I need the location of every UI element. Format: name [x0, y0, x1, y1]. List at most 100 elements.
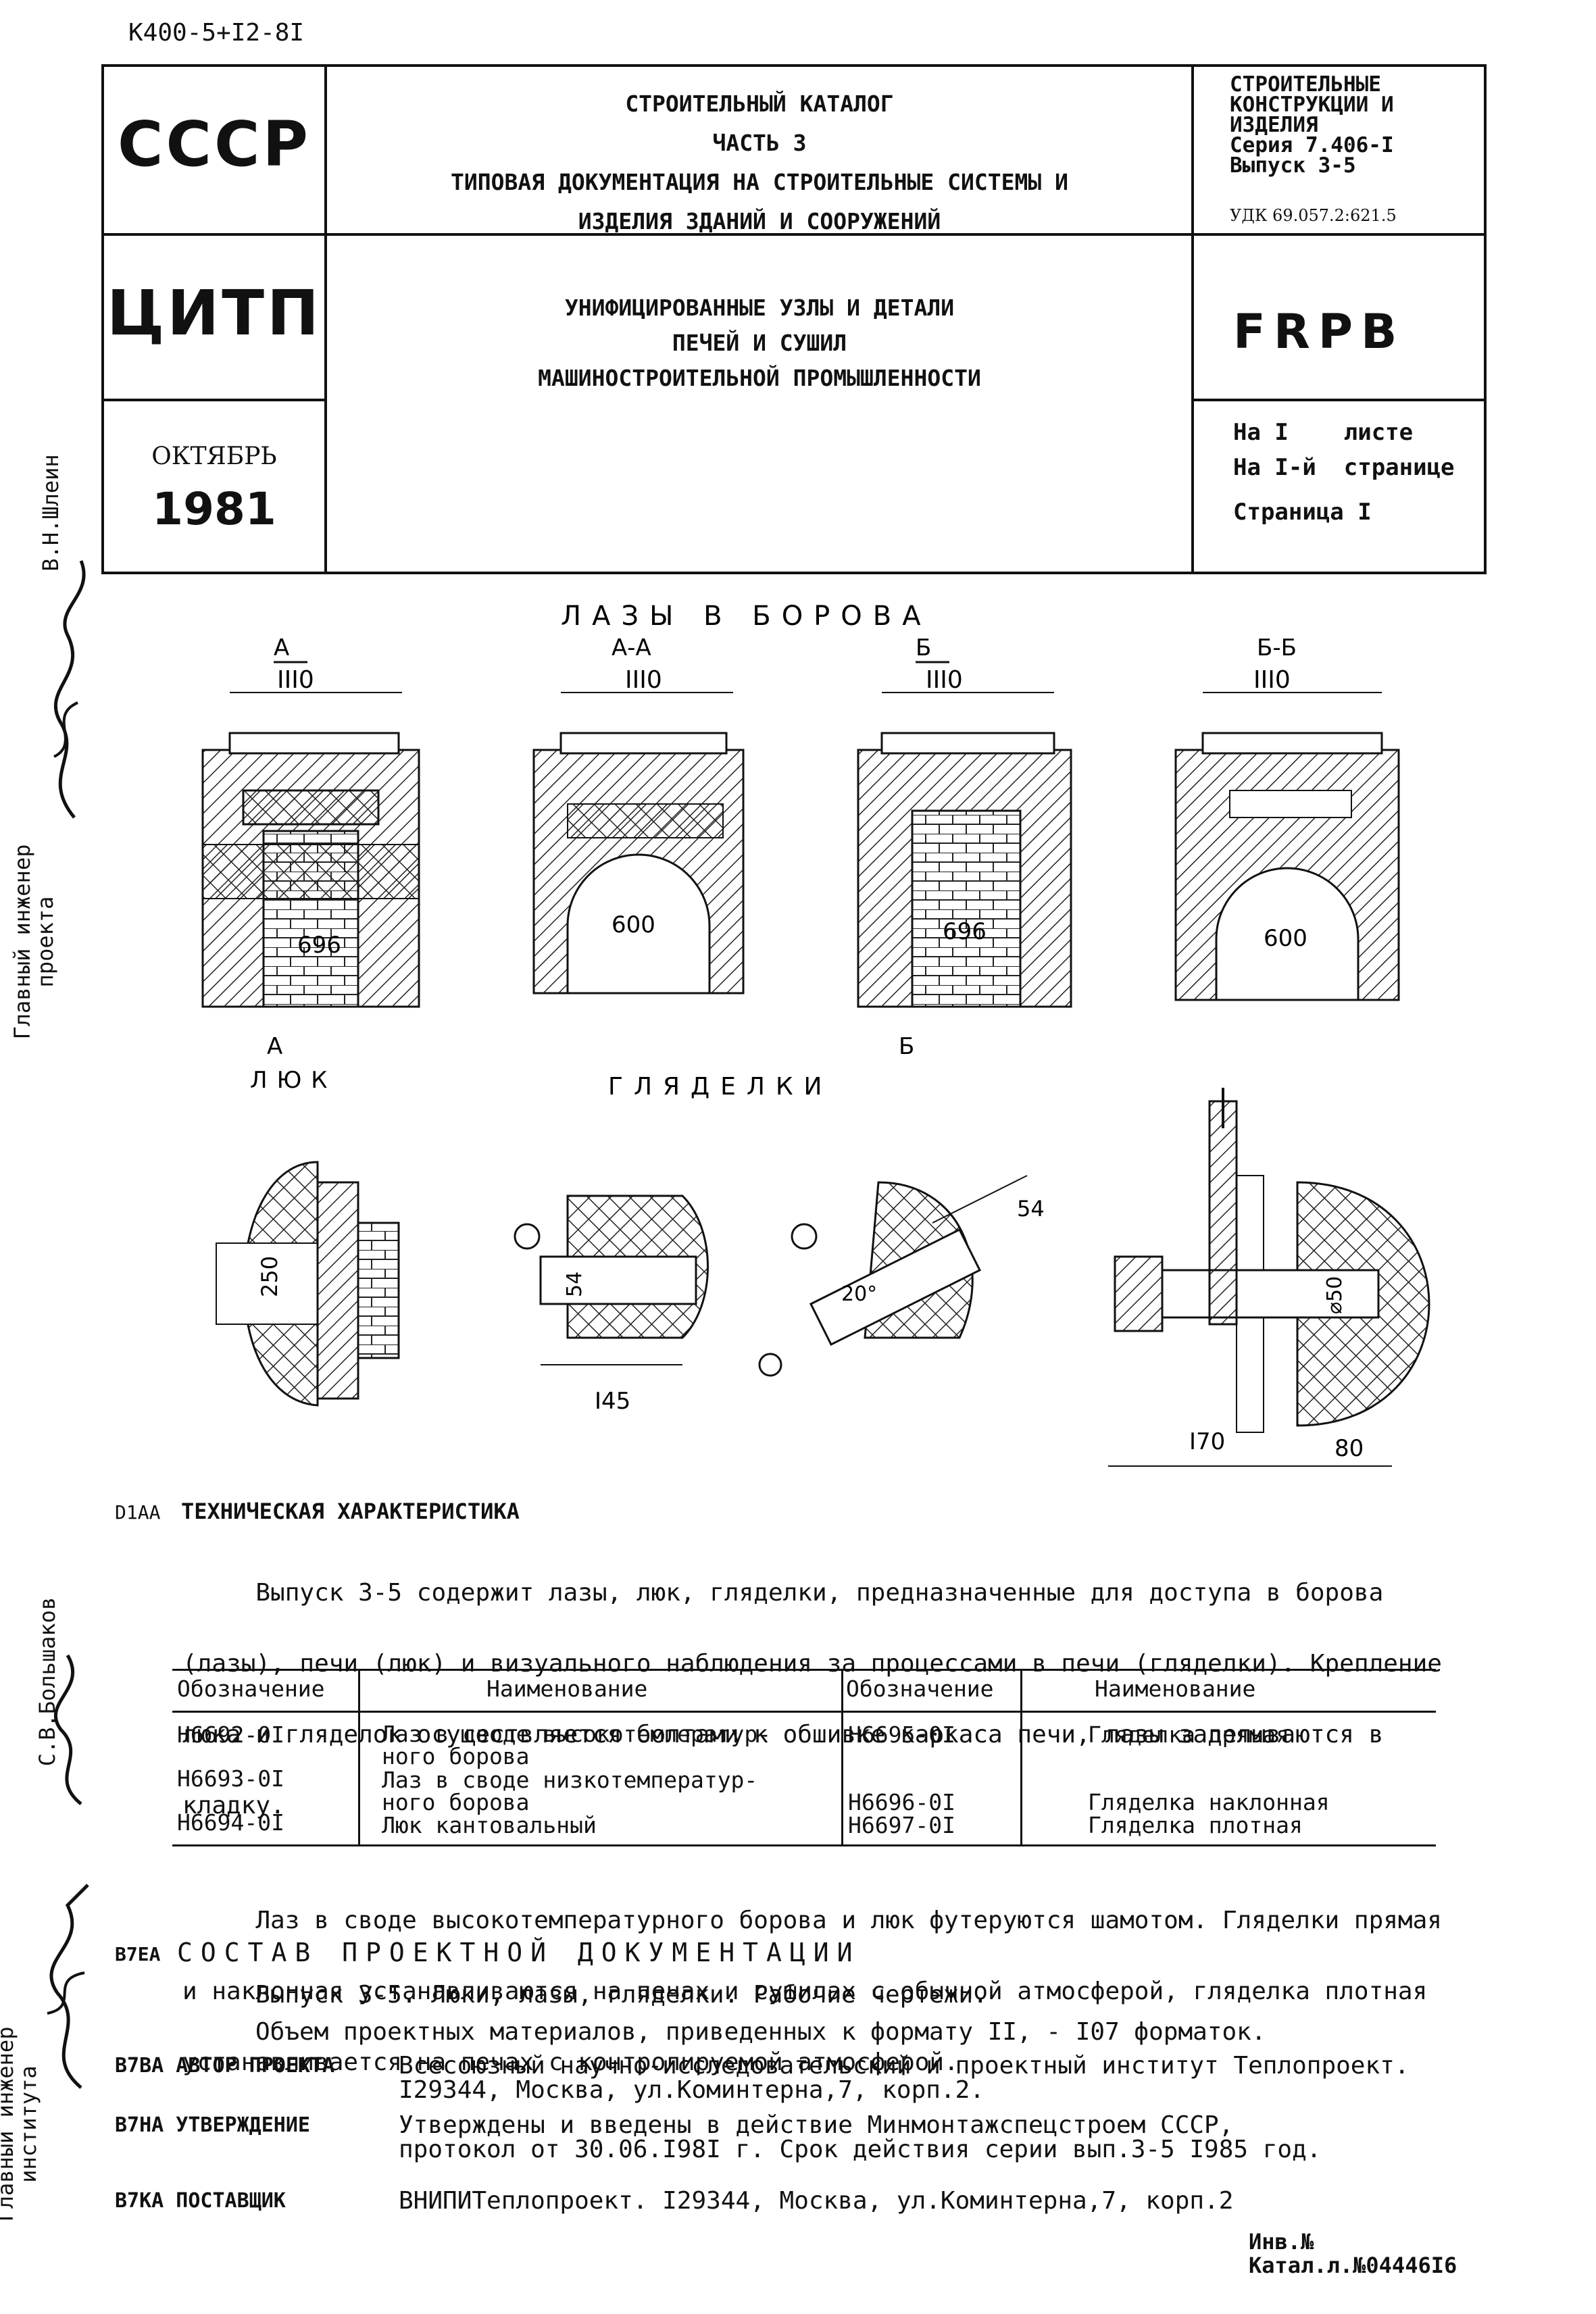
- peephole-sealed-drawing: I70 80 ⌀50: [1108, 1088, 1430, 1467]
- peephole-straight-drawing: I45 54: [514, 1194, 709, 1415]
- paragraph-line: устанавливается на печах с контролируемо…: [182, 2048, 959, 2076]
- opening-dimension: 600: [1264, 925, 1307, 952]
- table-cell: Н6694-0I: [177, 1809, 284, 1836]
- composition-line-2: Объем проектных материалов, приведенных …: [255, 2018, 1266, 2046]
- author-text: Всесоюзный научно-исследовательский и пр…: [399, 2052, 1410, 2104]
- table-header-rule: [172, 1711, 1436, 1713]
- table-header: Наименование: [487, 1676, 648, 1702]
- approval-label: В7НА УТВЕРЖДЕНИЕ: [115, 2113, 310, 2137]
- month-label: ОКТЯБРЬ: [151, 443, 277, 470]
- opening-dimension: 696: [943, 918, 987, 945]
- udk-label: УДК 69.057.2:621.5: [1230, 206, 1397, 225]
- paragraph-line: Выпуск 3-5 содержит лазы, люк, гляделки,…: [182, 1579, 1384, 1607]
- catalog-line: ИЗДЕЛИЯ ЗДАНИЙ И СООРУЖЕНИЙ: [578, 208, 941, 234]
- composition-code: В7ЕА: [115, 1943, 161, 1965]
- peephole-diameter-dimension: ⌀50: [1323, 1276, 1347, 1314]
- supplier-text: ВНИПИТеплопроект. I29344, Москва, ул.Ком…: [399, 2187, 1234, 2215]
- manholes-title: ЛАЗЫ В БОРОВА: [561, 601, 932, 632]
- supplier-label: В7КА ПОСТАВЩИК: [115, 2189, 286, 2213]
- table-cell: Люк кантовальный: [382, 1812, 597, 1838]
- table-cell: Н6692-0I: [177, 1721, 284, 1748]
- year-label: 1981: [152, 483, 276, 535]
- title-line: ПЕЧЕЙ И СУШИЛ: [672, 330, 847, 356]
- table-header: Наименование: [1095, 1676, 1256, 1702]
- catalog-line: СТРОИТЕЛЬНЫЙ КАТАЛОГ: [625, 91, 894, 117]
- divider: [101, 233, 1487, 236]
- peephole-angle-dimension: 20°: [841, 1282, 877, 1306]
- catalog-line: ЧАСТЬ 3: [712, 130, 807, 156]
- table-cell: Н6697-0I: [848, 1812, 955, 1838]
- paragraph-line: люка и гляделок осуществляется болтами к…: [182, 1721, 1384, 1749]
- title-line: УНИФИЦИРОВАННЫЕ УЗЛЫ И ДЕТАЛИ: [564, 295, 955, 321]
- opening-dimension: 600: [612, 911, 655, 938]
- divider: [324, 64, 327, 574]
- section-mark: Б: [899, 1033, 914, 1060]
- peephole-width-dimension: I45: [595, 1388, 630, 1415]
- approval-text: Утверждены и введены в действие Минмонта…: [399, 2111, 1322, 2163]
- document-title: УНИФИЦИРОВАННЫЕ УЗЛЫ И ДЕТАЛИ ПЕЧЕЙ И СУ…: [327, 291, 1192, 396]
- table-cell: Гляделка плотная: [1088, 1812, 1303, 1838]
- paragraph-line: кладку.: [182, 1792, 285, 1819]
- signature-2: [54, 1654, 82, 1805]
- table-bottom-rule: [172, 1844, 1436, 1846]
- table-cell: Лаз в своде высокотемператур- ного боров…: [382, 1721, 772, 1769]
- author-label: В7ВА АВТОР ПРОЕКТА: [115, 2054, 335, 2078]
- opening-dimension: 696: [297, 932, 341, 959]
- page-count: На I-й странице: [1233, 454, 1455, 481]
- catalog-line: ТИПОВАЯ ДОКУМЕНТАЦИЯ НА СТРОИТЕЛЬНЫЕ СИС…: [451, 169, 1068, 195]
- org-label: ЦИТП: [106, 277, 322, 349]
- section-label: Б-Б: [1257, 634, 1297, 661]
- manhole-view-bb: Б-Б III0 600: [1174, 634, 1400, 1001]
- series-line: СТРОИТЕЛЬНЫЕ: [1230, 72, 1381, 97]
- section-mark: А: [274, 634, 289, 661]
- table-header: Обозначение: [177, 1676, 325, 1702]
- peephole-diameter-dimension: 54: [1017, 1196, 1045, 1222]
- paragraph-line: и наклонная устанавливаются на печах и с…: [182, 1978, 1428, 2005]
- catalog-heading: СТРОИТЕЛЬНЫЙ КАТАЛОГ ЧАСТЬ 3 ТИПОВАЯ ДОК…: [327, 84, 1192, 241]
- signature-3: [47, 1884, 89, 2089]
- table-cell: Гляделка прямая: [1088, 1721, 1290, 1748]
- sheet-count: На I листе: [1233, 419, 1414, 446]
- table-cell: Гляделка наклонная: [1088, 1789, 1330, 1815]
- width-dimension: III0: [625, 666, 662, 694]
- page-number: Страница I: [1233, 499, 1372, 526]
- manhole-view-a: А III0 696 А: [201, 634, 420, 1060]
- section-label: А-А: [612, 634, 651, 661]
- manhole-view-aa: А-А III0 600: [532, 634, 745, 995]
- peepholes-title: ГЛЯДЕЛКИ: [608, 1073, 832, 1101]
- series-line: ИЗДЕЛИЯ: [1230, 113, 1318, 137]
- table-column-rule: [1020, 1669, 1022, 1846]
- series-line: КОНСТРУКЦИИ И: [1230, 93, 1394, 117]
- table-cell: Н6695-0I: [848, 1721, 955, 1748]
- inventory-label: Инв.№: [1249, 2229, 1314, 2255]
- paragraph-line: (лазы), печи (люк) и визуального наблюде…: [182, 1650, 1442, 1678]
- width-dimension: III0: [1253, 666, 1291, 694]
- divider: [1191, 64, 1194, 574]
- classification-code: FRPB: [1233, 304, 1405, 359]
- catalog-sheet-number: Катал.л.№04446I6: [1249, 2253, 1457, 2278]
- divider: [1191, 399, 1487, 401]
- table-cell: Н6693-0I: [177, 1765, 284, 1792]
- composition-title: СОСТАВ ПРОЕКТНОЙ ДОКУМЕНТАЦИИ: [177, 1938, 861, 1967]
- technical-drawings: ЛАЗЫ В БОРОВА А III0 696 А А-А III0 600 …: [201, 601, 1430, 1467]
- peephole-flange-dimension: 80: [1335, 1435, 1364, 1462]
- composition-line-1: Выпуск 3-5. Люки, лазы, гляделки. Рабочи…: [255, 1981, 988, 2009]
- width-dimension: III0: [277, 666, 314, 694]
- section-mark: Б: [916, 634, 931, 661]
- hatch-drawing: 250: [216, 1161, 400, 1407]
- table-column-rule: [358, 1669, 360, 1846]
- title-line: МАШИНОСТРОИТЕЛЬНОЙ ПРОМЫШЛЕННОСТИ: [538, 365, 981, 391]
- hatch-title: ЛЮК: [250, 1067, 336, 1094]
- series-block: СТРОИТЕЛЬНЫЕ КОНСТРУКЦИИ И ИЗДЕЛИЯ Серия…: [1230, 74, 1394, 176]
- series-line: Серия 7.406-I: [1230, 133, 1394, 157]
- document-code: К400-5+I2-8I: [128, 19, 305, 47]
- tech-section-code: D1AA: [115, 1501, 161, 1524]
- tech-section-title: ТЕХНИЧЕСКАЯ ХАРАКТЕРИСТИКА: [181, 1499, 520, 1524]
- peephole-inclined-drawing: 54 20°: [758, 1175, 1045, 1377]
- table-cell: Н6696-0I: [848, 1789, 955, 1815]
- country-label: СССР: [118, 108, 311, 180]
- divider: [101, 399, 326, 401]
- paragraph-line: Лаз в своде высокотемпературного борова …: [182, 1907, 1442, 1934]
- section-mark: А: [267, 1033, 282, 1060]
- table-header: Обозначение: [846, 1676, 994, 1702]
